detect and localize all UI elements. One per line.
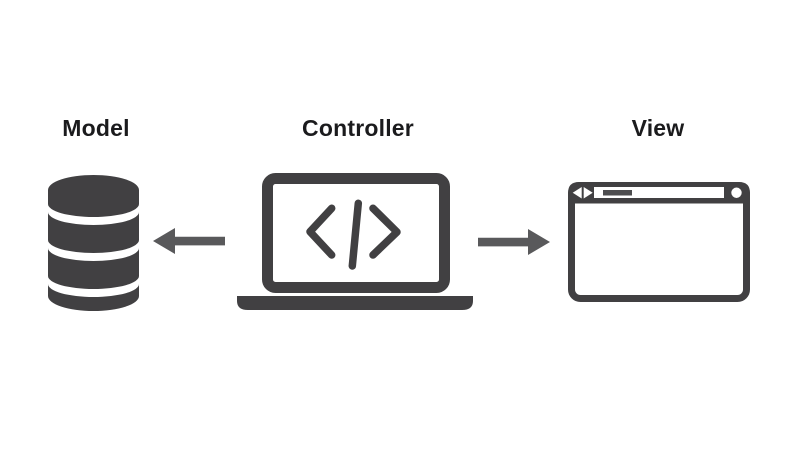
model-label: Model — [62, 115, 130, 141]
address-bar — [594, 187, 724, 198]
controller-to-view-arrow-icon — [478, 229, 550, 255]
database-icon — [48, 175, 139, 311]
laptop-base — [237, 296, 473, 310]
window-dot-icon — [731, 187, 742, 198]
url-text-placeholder — [603, 190, 632, 196]
back-arrow-icon — [572, 187, 582, 199]
laptop-code-icon — [237, 173, 473, 310]
code-brackets-icon — [306, 199, 401, 270]
forward-arrow-icon — [583, 187, 593, 199]
controller-to-model-arrow-icon — [153, 228, 225, 254]
controller-label: Controller — [302, 115, 414, 141]
browser-window-icon — [568, 182, 750, 302]
database-disks — [48, 175, 139, 311]
view-label: View — [631, 115, 685, 141]
